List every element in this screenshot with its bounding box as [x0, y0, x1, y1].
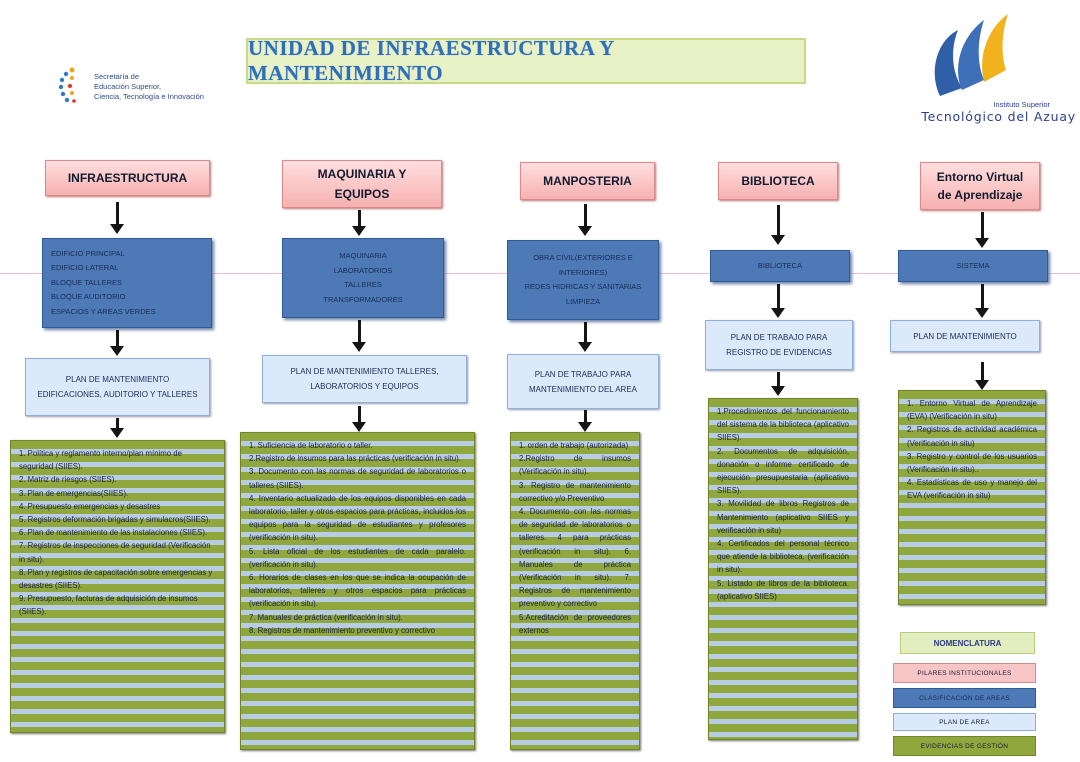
secretaria-logo-icon [50, 62, 90, 112]
instituto-sub: Instituto Superior [993, 100, 1050, 109]
arrow-down-icon [578, 410, 592, 432]
evidencia-item: 9. Presupuesto, facturas de adquisición … [19, 594, 198, 617]
evidencia-item: 6. Plan de mantenimiento de las instalac… [19, 528, 208, 538]
secretaria-line-3: Ciencia, Tecnología e Innovación [94, 92, 204, 101]
evidencia-item: 3. Registro y control de los usuarios (V… [907, 451, 1037, 475]
evidencia-item: 7. Registros de inspecciones de segurida… [19, 541, 211, 564]
evidencia-item: 2.Registro de insumos (Verificación in s… [519, 454, 631, 477]
pillar-biblioteca: BIBLIOTECA [718, 162, 838, 200]
evidencias-infraestructura: 1. Política y reglamento interno/plan mí… [10, 440, 225, 733]
evidencia-item: 5. Lista oficial de los estudiantes de c… [249, 546, 466, 569]
clasificacion-item: LABORATORIOS [333, 265, 393, 275]
pillar-maquinaria: MAQUINARIA Y EQUIPOS [282, 160, 442, 208]
plan-eva: PLAN DE MANTENIMIENTO [890, 320, 1040, 352]
arrow-down-icon [975, 284, 989, 318]
arrow-down-icon [975, 362, 989, 390]
arrow-down-icon [352, 210, 366, 236]
evidencia-item: 4. Documento con las normas de seguridad… [519, 507, 631, 609]
arrow-down-icon [771, 284, 785, 318]
evidencia-item: 1. Entorno Virtual de Aprendizaje (EVA) … [907, 399, 1037, 422]
clasificacion-biblioteca: BIBLIOTECA [710, 250, 850, 282]
clasificacion-item: SISTEMA [956, 260, 990, 270]
legend-evidencias: EVIDENCIAS DE GESTIÓN [893, 736, 1036, 756]
clasificacion-infraestructura: EDIFICIO PRINCIPAL EDIFICIO LATERAL BLOQ… [42, 238, 212, 328]
secretaria-line-2: Educación Superior, [94, 82, 162, 91]
evidencia-item: 5. Listado de libros de la biblioteca. (… [717, 578, 849, 601]
arrow-down-icon [578, 204, 592, 236]
evidencia-item: 2.Registro de insumos para las prácticas… [249, 454, 461, 464]
clasificacion-item: TRANSFORMADORES [323, 294, 403, 304]
evidencia-item: 8. Plan y registros de capacitación sobr… [19, 567, 213, 591]
arrow-down-icon [110, 330, 124, 356]
instituto-main: Tecnológico del Azuay [921, 109, 1076, 124]
evidencia-item: 8. Registros de mantenimiento preventivo… [249, 625, 435, 635]
legend-plan: PLAN DE AREA [893, 713, 1036, 731]
evidencias-maquinaria: 1. Suficiencia de laboratorio o taller. … [240, 432, 475, 750]
evidencia-item: 1. Política y reglamento interno/plan mí… [19, 449, 182, 472]
evidencias-eva: 1. Entorno Virtual de Aprendizaje (EVA) … [898, 390, 1046, 605]
evidencia-item: 3. Documento con las normas de seguridad… [249, 467, 466, 490]
evidencias-manposteria: 1. orden de trabajo (autorizada) 2.Regis… [510, 432, 640, 750]
arrow-down-icon [771, 372, 785, 396]
arrow-down-icon [110, 418, 124, 438]
clasificacion-item: BLOQUE TALLERES [51, 277, 123, 287]
evidencia-item: 3. Movilidad de libros Registros de Mant… [717, 499, 849, 535]
secretaria-name: Secretaría de Educación Superior, Cienci… [94, 72, 204, 102]
clasificacion-item: LIMPIEZA [565, 296, 601, 306]
clasificacion-item: ESPACIOS Y AREAS VERDES [51, 306, 156, 316]
arrow-down-icon [352, 320, 366, 352]
clasificacion-eva: SISTEMA [898, 250, 1048, 282]
arrow-down-icon [578, 322, 592, 352]
evidencia-item: 2. Matriz de riesgos (SIIES). [19, 475, 117, 485]
pillar-eva: Entorno Virtual de Aprendizaje [920, 162, 1040, 210]
arrow-down-icon [975, 212, 989, 248]
evidencia-item: 1. orden de trabajo (autorizada) [519, 441, 629, 450]
evidencia-item: 5.Acreditación de proveedores externos [519, 612, 631, 635]
legend-pilares: PILARES INSTITUCIONALES [893, 663, 1036, 683]
clasificacion-manposteria: OBRA CIVIL(EXTERIORES E INTERIORES) REDE… [507, 240, 659, 320]
plan-manposteria: PLAN DE TRABAJO PARA MANTENIMIENTO DEL A… [507, 354, 659, 409]
evidencia-item: 1. Suficiencia de laboratorio o taller. [249, 441, 373, 450]
pillar-manposteria: MANPOSTERIA [520, 162, 655, 200]
clasificacion-item: BLOQUE AUDITORIO [51, 292, 126, 302]
evidencia-item: 3. Plan de emergencias(SIIES). [19, 488, 129, 498]
plan-infraestructura: PLAN DE MANTENIMIENTO EDIFICACIONES, AUD… [25, 358, 210, 416]
evidencia-item: 7. Manuales de práctica (verificación in… [249, 612, 403, 622]
clasificacion-item: REDES HIDRICAS Y SANITARIAS [524, 282, 642, 291]
evidencia-item: 1.Procedimientos del funcionamiento del … [717, 407, 849, 443]
arrow-down-icon [352, 406, 366, 432]
evidencia-item: 6. Horarios de clases en los que se indi… [249, 573, 466, 609]
clasificacion-item: BIBLIOTECA [757, 260, 803, 270]
legend-clasificacion: CLASIFICACIÓN DE AREAS [893, 688, 1036, 708]
page-title: UNIDAD DE INFRAESTRUCTURA Y MANTENIMIENT… [246, 36, 806, 85]
clasificacion-item: EDIFICIO LATERAL [51, 263, 119, 273]
arrow-down-icon [110, 202, 124, 234]
evidencia-item: 4. Presupuesto emergencias y desastres [19, 501, 161, 511]
legend-title: NOMENCLATURA [900, 632, 1035, 654]
evidencia-item: 3. Registro de mantenimiento correctivo … [519, 480, 631, 503]
instituto-name: Instituto Superior Tecnológico del Azuay [868, 100, 1076, 124]
clasificacion-item: EDIFICIO PRINCIPAL [51, 248, 125, 258]
evidencia-item: 4. Certificados del personal técnico que… [717, 539, 849, 575]
evidencias-biblioteca: 1.Procedimientos del funcionamiento del … [708, 398, 858, 740]
evidencia-item: 2. Registros de actividad académica (Ver… [907, 425, 1037, 448]
evidencia-item: 4. Inventario actualizado de los equipos… [249, 493, 466, 543]
clasificacion-item: TALLERES [344, 280, 382, 289]
pillar-infraestructura: INFRAESTRUCTURA [45, 160, 210, 196]
instituto-logo-icon [922, 10, 1012, 110]
evidencia-item: 2. Documentos de adquisición, donación o… [717, 446, 849, 496]
clasificacion-item: OBRA CIVIL(EXTERIORES E INTERIORES) [533, 253, 633, 277]
plan-biblioteca: PLAN DE TRABAJO PARA REGISTRO DE EVIDENC… [705, 320, 853, 370]
evidencia-item: 4. Estadísticas de uso y manejo del EVA … [907, 478, 1037, 501]
secretaria-line-1: Secretaría de [94, 72, 140, 81]
evidencia-item: 5. Registros deformación brigadas y simu… [19, 515, 211, 525]
clasificacion-item: MAQUINARIA [339, 251, 387, 260]
clasificacion-maquinaria: MAQUINARIA LABORATORIOS TALLERES TRANSFO… [282, 238, 444, 318]
plan-maquinaria: PLAN DE MANTENIMIENTO TALLERES, LABORATO… [262, 355, 467, 403]
arrow-down-icon [771, 205, 785, 245]
